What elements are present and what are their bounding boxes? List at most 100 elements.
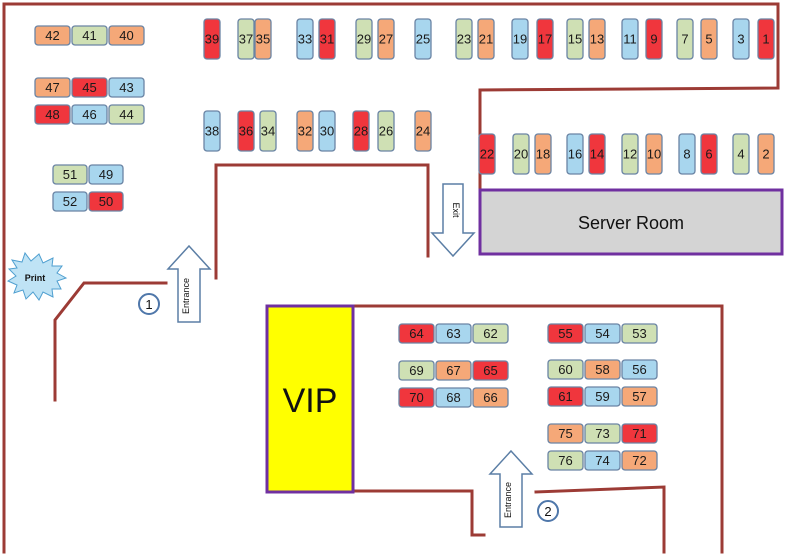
- seat-label: 8: [683, 147, 690, 162]
- seat-box: [71, 25, 108, 46]
- seat-label: 76: [558, 453, 572, 468]
- seat-label: 74: [595, 453, 609, 468]
- seat-label: 39: [205, 32, 219, 47]
- print-starburst: [6, 251, 68, 301]
- seat-54: 54: [584, 323, 621, 344]
- seat-box: [566, 133, 584, 175]
- print-wall: [53, 281, 168, 402]
- seat-50: 50: [88, 191, 124, 212]
- seat-57: 57: [621, 386, 658, 407]
- seat-label: 30: [320, 124, 334, 139]
- seat-65: 65: [472, 360, 509, 381]
- seat-box: [645, 18, 663, 60]
- seat-74: 74: [584, 450, 621, 471]
- seat-box: [414, 18, 432, 60]
- seat-box: [472, 387, 509, 408]
- seat-label: 58: [595, 362, 609, 377]
- seat-label: 48: [45, 107, 59, 122]
- seat-47: 47: [34, 77, 71, 98]
- seat-box: [621, 133, 639, 175]
- seat-label: 10: [647, 147, 661, 162]
- seat-box: [318, 18, 336, 60]
- seat-label: 53: [632, 326, 646, 341]
- seat-42: 42: [34, 25, 71, 46]
- seat-label: 21: [479, 32, 493, 47]
- seat-box: [511, 18, 529, 60]
- seat-68: 68: [435, 387, 472, 408]
- seat-label: 28: [354, 124, 368, 139]
- entrance-2-wall-right: [534, 485, 666, 554]
- seat-7: 7: [676, 18, 694, 60]
- seat-label: 34: [261, 124, 275, 139]
- seat-label: 36: [239, 124, 253, 139]
- vip-label: VIP: [283, 382, 338, 420]
- seat-box: [621, 423, 658, 444]
- seat-59: 59: [584, 386, 621, 407]
- seat-box: [700, 18, 718, 60]
- seat-label: 15: [568, 32, 582, 47]
- seat-1: 1: [757, 18, 775, 60]
- seat-9: 9: [645, 18, 663, 60]
- seat-label: 46: [82, 107, 96, 122]
- seat-69: 69: [398, 360, 435, 381]
- seat-box: [203, 18, 221, 60]
- seat-label: 25: [416, 32, 430, 47]
- seat-label: 11: [623, 32, 637, 47]
- seat-box: [355, 18, 373, 60]
- seat-6: 6: [700, 133, 718, 175]
- seat-box: [52, 164, 88, 185]
- seat-box: [757, 133, 775, 175]
- seat-label: 64: [409, 326, 423, 341]
- seat-label: 20: [514, 147, 528, 162]
- seat-26: 26: [377, 110, 395, 152]
- seat-label: 68: [446, 390, 460, 405]
- seat-33: 33: [296, 18, 314, 60]
- seat-label: 62: [483, 326, 497, 341]
- seat-box: [254, 18, 272, 60]
- seat-label: 38: [205, 124, 219, 139]
- seat-label: 57: [632, 389, 646, 404]
- seat-label: 67: [446, 363, 460, 378]
- seat-box: [435, 387, 472, 408]
- vip-box: [265, 304, 355, 494]
- seat-box: [478, 133, 496, 175]
- seat-label: 50: [99, 194, 113, 209]
- seat-box: [566, 18, 584, 60]
- seat-box: [472, 360, 509, 381]
- seat-label: 56: [632, 362, 646, 377]
- seat-label: 22: [480, 147, 494, 162]
- marker-1-circle: [138, 293, 160, 315]
- seat-label: 6: [705, 147, 712, 162]
- seat-label: 65: [483, 363, 497, 378]
- seat-75: 75: [547, 423, 584, 444]
- seat-box: [377, 110, 395, 152]
- exit-label: Exit: [451, 202, 461, 218]
- server-room: Server Room: [478, 188, 784, 256]
- seat-label: 13: [590, 32, 604, 47]
- seat-label: 17: [538, 32, 552, 47]
- seat-label: 73: [595, 426, 609, 441]
- seat-label: 70: [409, 390, 423, 405]
- seat-label: 60: [558, 362, 572, 377]
- seat-25: 25: [414, 18, 432, 60]
- outer-wall: [2, 2, 780, 192]
- seat-box: [534, 133, 552, 175]
- seat-box: [621, 450, 658, 471]
- seat-box: [588, 18, 606, 60]
- seat-box: [678, 133, 696, 175]
- seat-box: [435, 323, 472, 344]
- print-station: Print: [6, 251, 68, 301]
- seat-box: [621, 386, 658, 407]
- seat-box: [34, 104, 71, 125]
- entrance-2-arrow: Entrance: [488, 449, 534, 528]
- seat-label: 44: [119, 107, 133, 122]
- entrance-1-label: Entrance: [181, 278, 191, 314]
- seat-18: 18: [534, 133, 552, 175]
- seat-label: 71: [632, 426, 646, 441]
- seat-41: 41: [71, 25, 108, 46]
- seat-label: 16: [568, 147, 582, 162]
- seat-70: 70: [398, 387, 435, 408]
- seat-box: [621, 323, 658, 344]
- seat-box: [318, 110, 336, 152]
